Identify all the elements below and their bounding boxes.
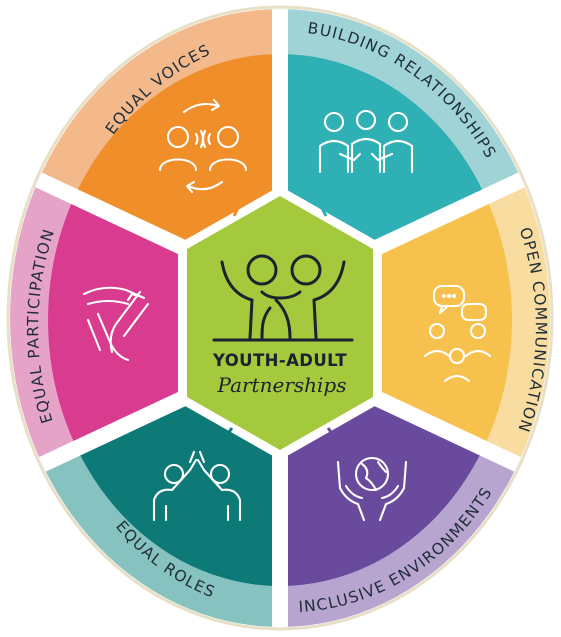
center-hexagon (187, 196, 373, 450)
open-communication-fill (376, 143, 512, 503)
hands-holding-globe-icon (336, 456, 408, 522)
high-five-icon (152, 450, 242, 522)
three-people-linked-icon (318, 109, 414, 174)
center-subtitle: Partnerships (217, 373, 347, 397)
equal-participation-fill (48, 143, 184, 503)
stacked-hands-icon (82, 286, 150, 362)
group-chat-icon (423, 284, 492, 383)
center-title: YOUTH-ADULT (212, 351, 347, 370)
connectors (168, 207, 392, 437)
two-people-cheering-icon (212, 254, 354, 342)
conversation-icon (158, 98, 248, 194)
